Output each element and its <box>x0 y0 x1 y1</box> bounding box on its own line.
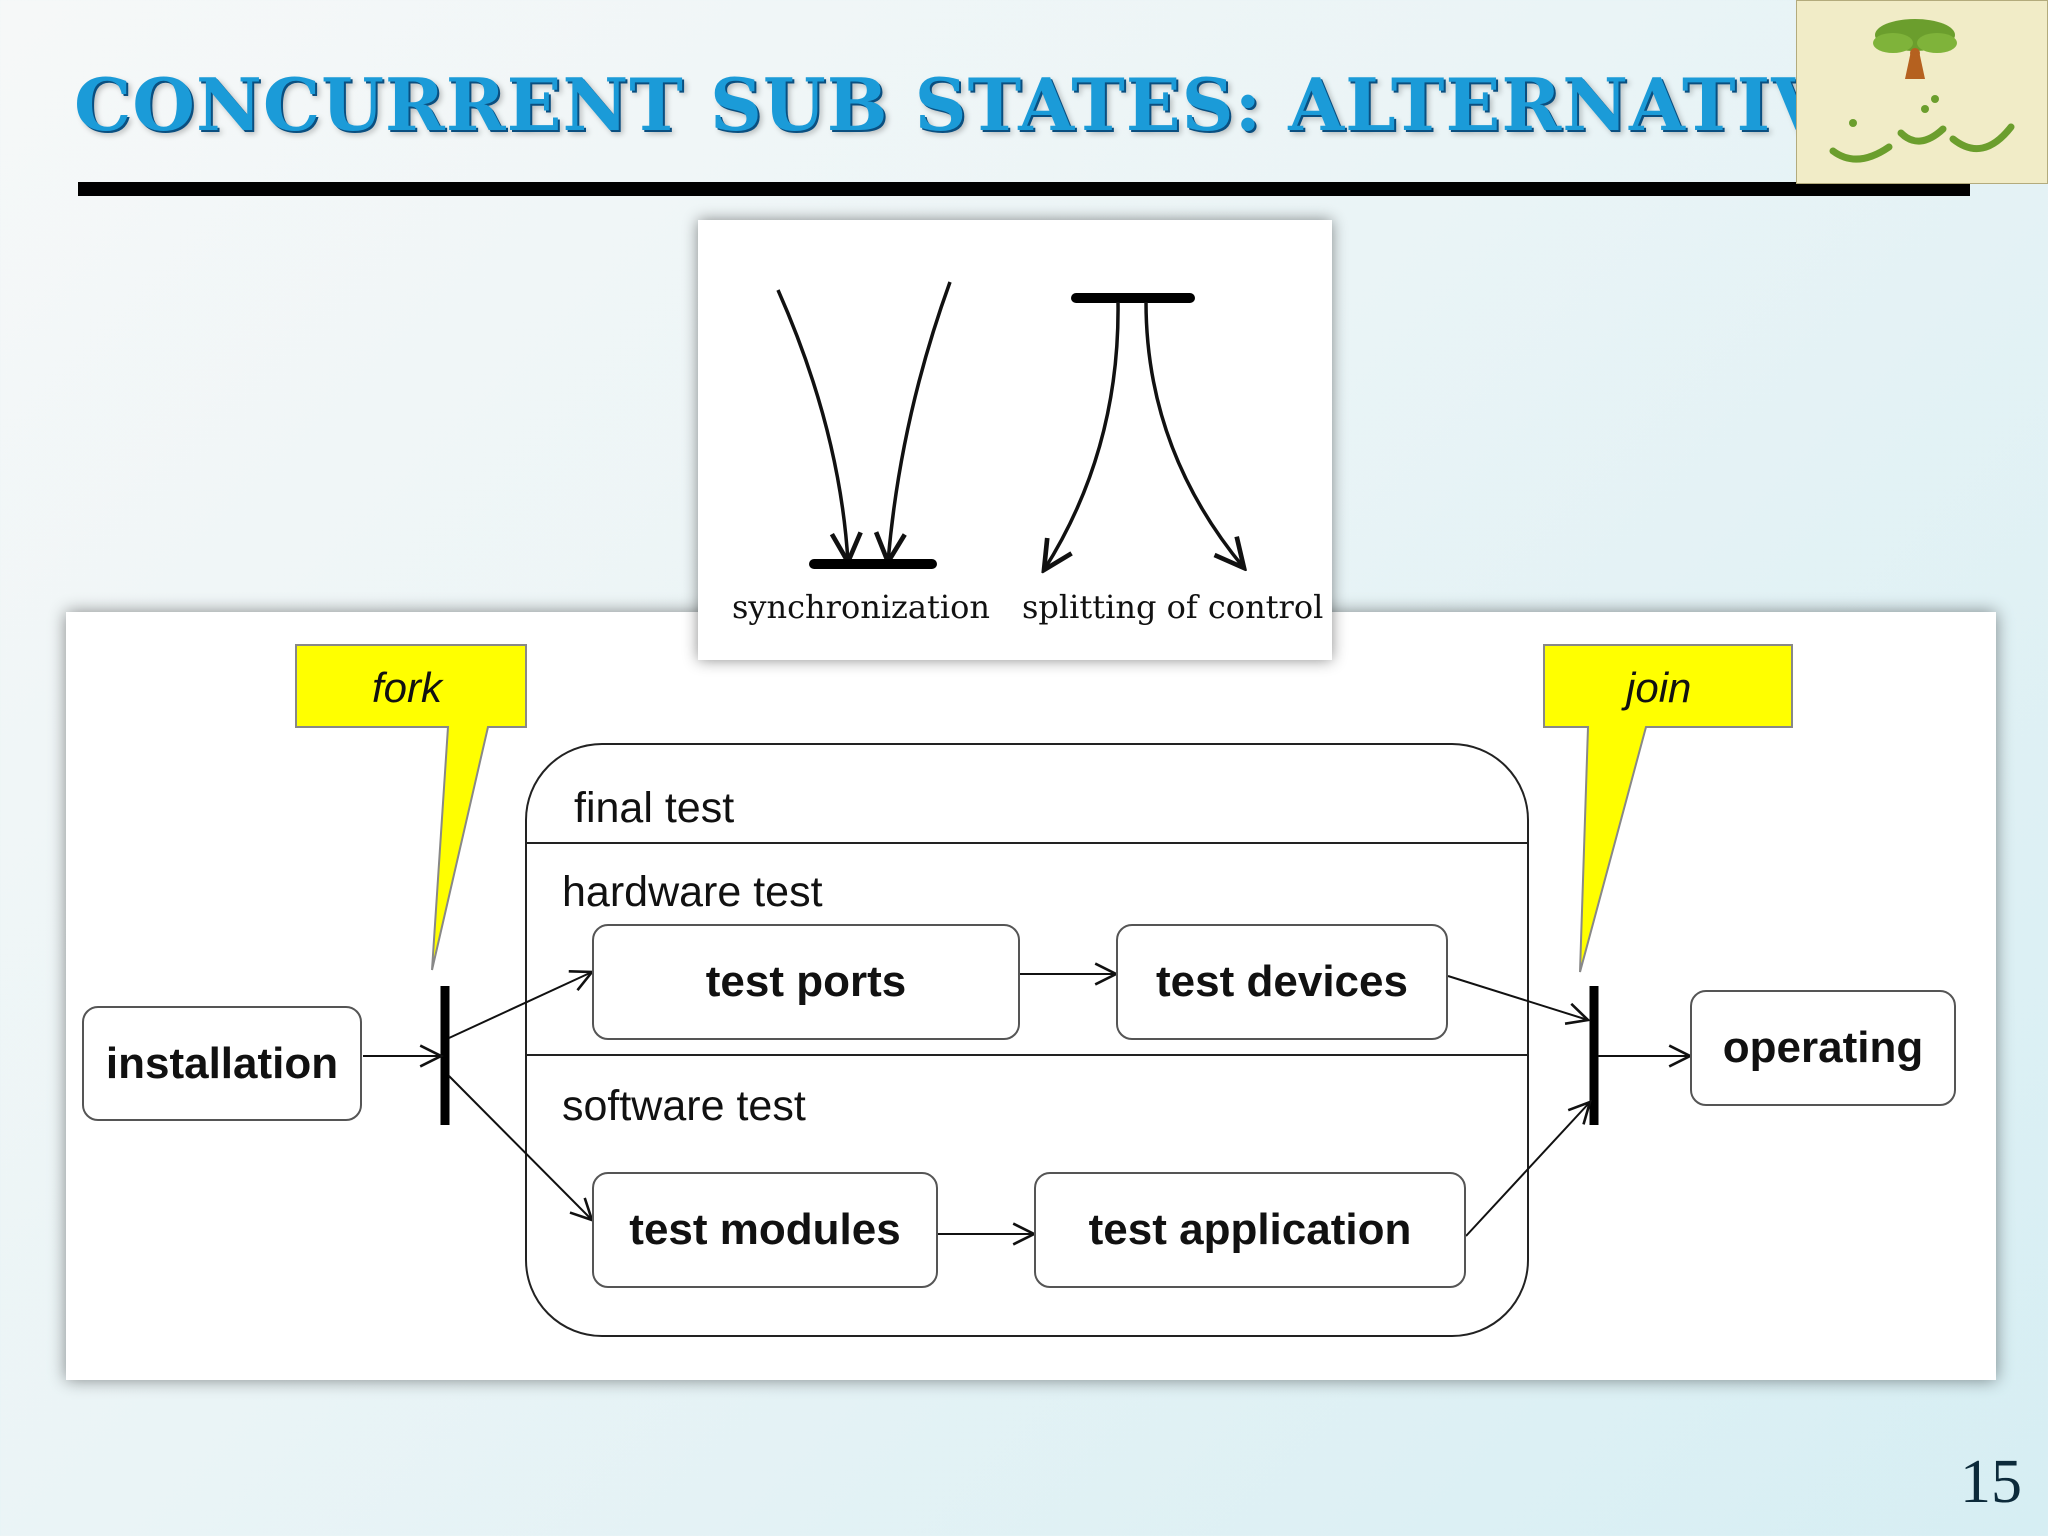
final-test-label: final test <box>574 784 735 832</box>
logo <box>1796 0 2048 184</box>
sync-arrow-right <box>888 281 952 562</box>
state-test-application: test application <box>1034 1172 1466 1288</box>
logo-emblem <box>1829 19 2015 163</box>
hardware-test-label: hardware test <box>562 868 823 916</box>
transition-test-application-to-join <box>1465 1102 1590 1237</box>
join-callout-text: join <box>1626 664 1692 711</box>
splitting-of-control-label: splitting of control <box>1022 588 1324 626</box>
logo-tree-trunk <box>1905 51 1925 79</box>
state-installation: installation <box>82 1006 362 1121</box>
state-test-modules: test modules <box>592 1172 938 1288</box>
state-test-ports: test ports <box>592 924 1020 1040</box>
slide-title: CONCURRENT SUB STATES: ALTERNATIVE <box>74 62 1884 147</box>
split-arrow-left <box>1044 301 1120 570</box>
fork-callout-text: fork <box>372 664 443 711</box>
transition-fork-to-test-ports <box>448 972 592 1039</box>
fork-callout <box>295 644 527 971</box>
transition-test-devices-to-join <box>1447 975 1588 1020</box>
title-underline <box>78 182 1970 196</box>
notation-panel <box>698 220 1332 660</box>
transition-fork-to-test-modules <box>448 1075 592 1220</box>
state-operating: operating <box>1690 990 1956 1106</box>
join-callout <box>1543 644 1793 973</box>
synchronization-label: synchronization <box>732 588 990 626</box>
page-number: 15 <box>1960 1448 2022 1516</box>
logo-lettering <box>1829 123 2015 163</box>
software-test-label: software test <box>562 1082 806 1130</box>
sync-arrow-left <box>776 289 848 562</box>
split-arrow-right <box>1144 301 1244 568</box>
state-test-devices: test devices <box>1116 924 1448 1040</box>
